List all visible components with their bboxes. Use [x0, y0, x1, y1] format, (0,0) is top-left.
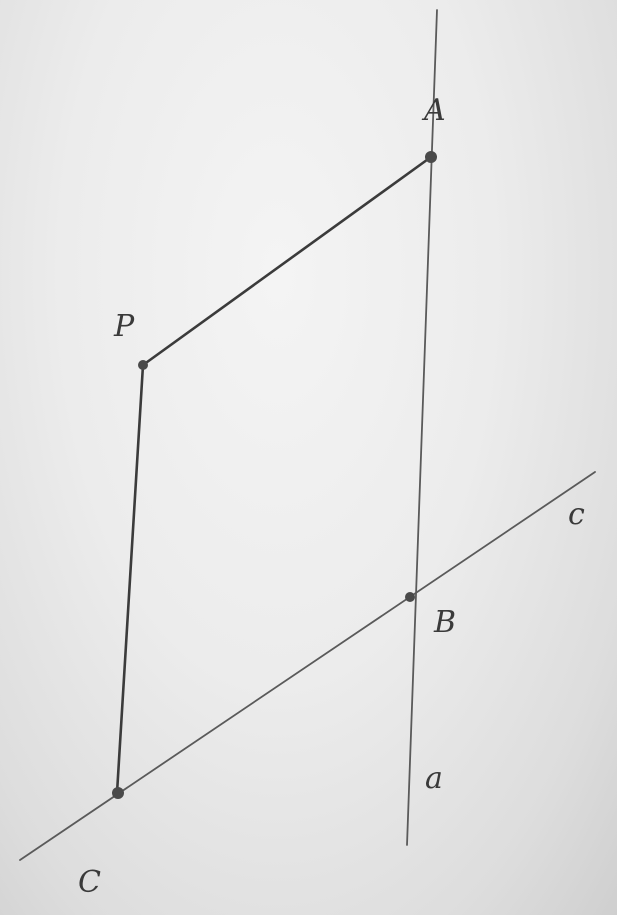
- line-c: [19, 471, 596, 861]
- segment-ap: [141, 155, 433, 367]
- line-a: [406, 9, 438, 846]
- label-point-p: P: [113, 309, 135, 344]
- label-point-a: A: [421, 93, 446, 128]
- label-point-b: B: [433, 605, 456, 640]
- label-line-c: c: [568, 497, 585, 532]
- point-a-dot: [425, 151, 437, 163]
- point-p-dot: [138, 360, 148, 370]
- segment-pc: [115, 363, 145, 795]
- label-line-a: a: [425, 761, 443, 796]
- point-b-dot: [405, 592, 415, 602]
- point-c-dot: [112, 787, 124, 799]
- label-point-c: C: [78, 865, 101, 900]
